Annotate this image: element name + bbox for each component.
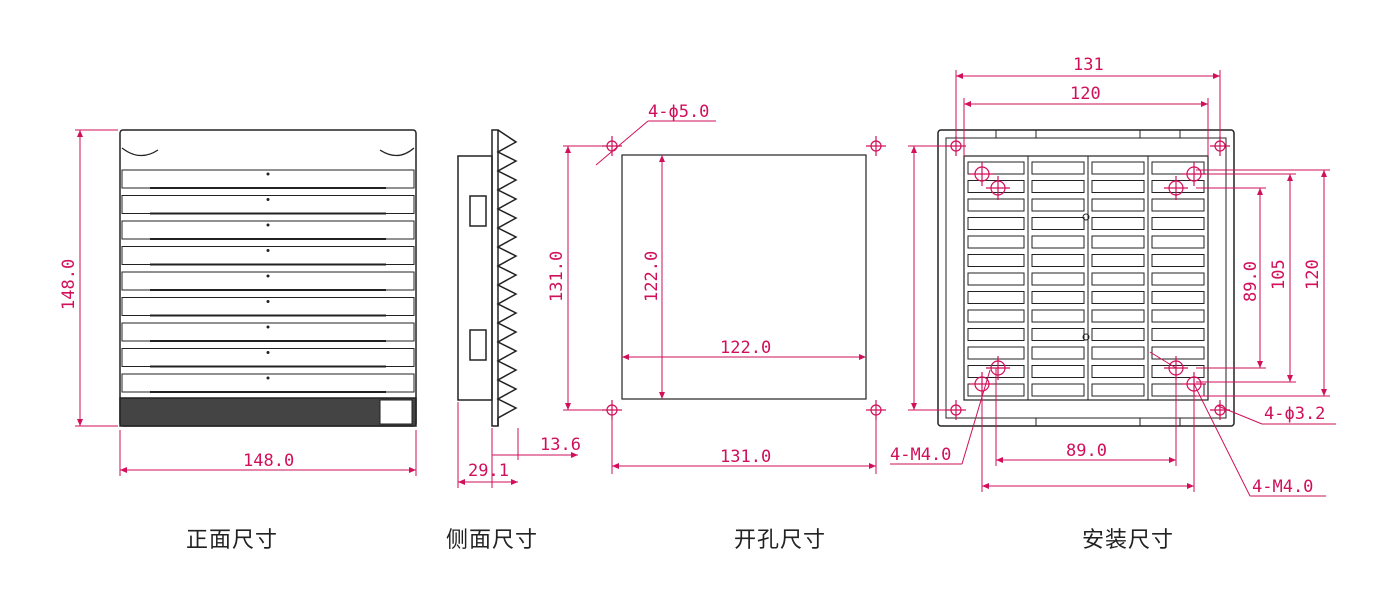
grille-cell: [1091, 198, 1145, 212]
grille-cell: [1151, 383, 1205, 397]
grille-cell: [1031, 383, 1085, 397]
grille-cell: [1031, 161, 1085, 175]
grille-cell: [1151, 328, 1205, 341]
mount-inner-frame: [945, 137, 1227, 419]
grille-cell: [1151, 217, 1205, 230]
side-fins: [496, 129, 518, 426]
grille-cell: [1031, 272, 1085, 286]
cutout-width-dim: 131.0: [720, 447, 771, 467]
mount-holes-label: 4-ϕ3.2: [1264, 404, 1325, 424]
side-dimensions: [457, 402, 578, 488]
side-clip-top: [469, 195, 487, 227]
front-view-caption: 正面尺寸: [186, 528, 279, 553]
mount-inner-width-dim: 120: [1070, 84, 1101, 104]
grille-cell: [1091, 291, 1145, 304]
mount-bottom-width-dim: 89.0: [1066, 441, 1107, 461]
cutout-open-height-dim: 122.0: [642, 251, 662, 302]
grille-cell: [1091, 272, 1145, 286]
front-grille-strip: [119, 397, 417, 427]
grille-cell: [967, 309, 1025, 323]
grille-cell: [1151, 254, 1205, 267]
mount-outer-width-dim: 131: [1073, 55, 1104, 75]
front-view: [119, 129, 417, 427]
grille-cell: [1151, 291, 1205, 304]
mount-outer-frame: [937, 129, 1235, 427]
mounting-view: [937, 129, 1235, 427]
mount-outer-height-dim: 120: [1303, 259, 1323, 290]
grille-cell: [967, 235, 1025, 249]
grille-cell: [967, 180, 1025, 193]
grille-cell: [1151, 198, 1205, 212]
grille-cell: [1091, 161, 1145, 175]
grille-cell: [1091, 383, 1145, 397]
grille-cell: [1031, 346, 1085, 360]
grille-cell: [967, 346, 1025, 360]
grille-cell: [1091, 254, 1145, 267]
grille-cell: [967, 291, 1025, 304]
mount-screw-right-label: 4-M4.0: [1252, 477, 1313, 497]
grille-cell: [1031, 328, 1085, 341]
grille-cell: [1091, 365, 1145, 378]
grille-cell: [1091, 309, 1145, 323]
grille-cell: [1031, 198, 1085, 212]
mount-grille: [963, 156, 1209, 400]
cutout-open-width-dim: 122.0: [720, 338, 771, 358]
side-body: [457, 155, 493, 401]
grille-cell: [1091, 235, 1145, 249]
grille-cell: [1031, 291, 1085, 304]
grille-cell: [1031, 309, 1085, 323]
front-louvers: [121, 169, 415, 422]
grille-cell: [1031, 180, 1085, 193]
grille-cell: [1091, 328, 1145, 341]
grille-cell: [1151, 346, 1205, 360]
grille-cell: [1031, 217, 1085, 230]
grille-cell: [967, 217, 1025, 230]
mount-inner-height-dim: 89.0: [1241, 261, 1261, 302]
mounting-view-caption: 安装尺寸: [1082, 528, 1175, 553]
grille-cell: [1031, 365, 1085, 378]
mount-screw-left-label: 4-M4.0: [890, 445, 951, 465]
side-clip-bottom: [469, 329, 487, 361]
grille-cell: [967, 161, 1025, 175]
front-dimensions: [75, 129, 417, 476]
grille-cell: [1151, 180, 1205, 193]
cutout-opening: [621, 154, 867, 400]
grille-cell: [1151, 161, 1205, 175]
grille-cell: [1151, 272, 1205, 286]
grille-cell: [1031, 235, 1085, 249]
grille-cell: [967, 198, 1025, 212]
side-view: [457, 129, 518, 427]
front-height-dim: 148.0: [59, 259, 79, 310]
cutout-holes-label: 4-ϕ5.0: [648, 102, 709, 122]
mount-dimensions: [890, 70, 1336, 497]
front-width-dim: 148.0: [243, 451, 294, 471]
grille-cell: [1091, 180, 1145, 193]
cutout-height-dim: 131.0: [547, 251, 567, 302]
grille-cell: [1151, 235, 1205, 249]
cutout-view-caption: 开孔尺寸: [734, 528, 827, 553]
grille-cell: [1091, 217, 1145, 230]
side-flange: [491, 129, 499, 427]
side-fin-dim: 13.6: [540, 435, 581, 455]
grille-cell: [1091, 346, 1145, 360]
grille-cell: [967, 272, 1025, 286]
cutout-view: [621, 154, 867, 400]
cutout-dimensions: [563, 120, 877, 474]
grille-cell: [967, 254, 1025, 267]
side-depth-dim: 29.1: [468, 461, 509, 481]
grille-cell: [1031, 254, 1085, 267]
grille-cell: [1151, 309, 1205, 323]
grille-cell: [967, 328, 1025, 341]
mount-mid-height-dim: 105: [1269, 259, 1289, 290]
grille-cell: [1151, 365, 1205, 378]
side-view-caption: 侧面尺寸: [446, 528, 539, 553]
